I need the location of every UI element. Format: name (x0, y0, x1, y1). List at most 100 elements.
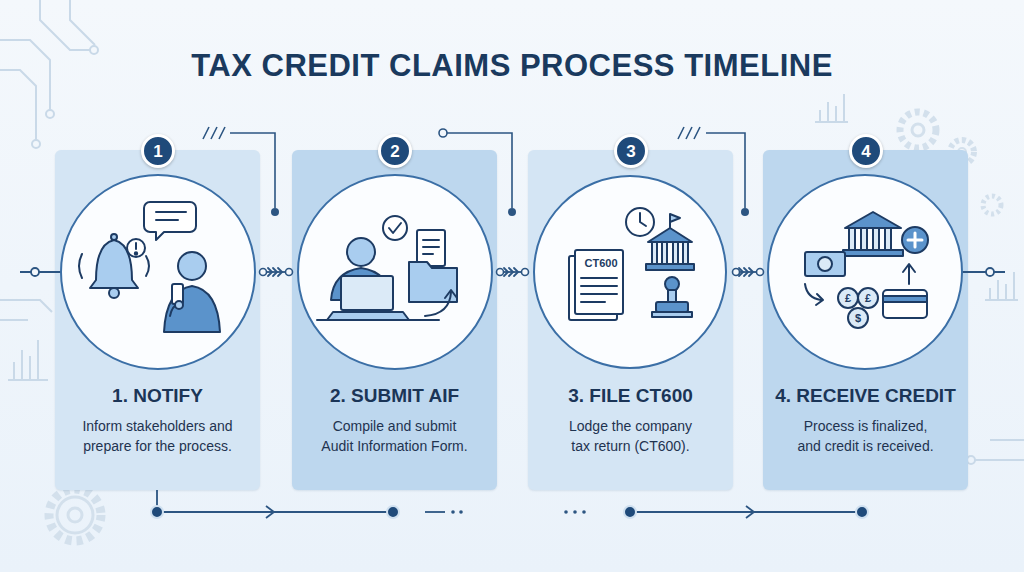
circuit-decoration (0, 300, 52, 312)
file-illustration (670, 214, 680, 228)
bottom-timeline (425, 511, 445, 513)
bottom-timeline (630, 511, 862, 513)
currency-symbol: £ (839, 289, 857, 307)
arrow-chevron (739, 268, 743, 276)
notify-illustration (175, 301, 183, 309)
arrow-chevron (268, 268, 272, 276)
notify-illustration (164, 286, 220, 332)
timeline-ellipsis (451, 510, 455, 514)
connector-dot (757, 269, 764, 276)
circuit-decoration (967, 456, 975, 464)
credit-illustration (845, 212, 901, 228)
credit-illustration (908, 233, 922, 247)
circuit-decoration (0, 70, 36, 140)
submit-illustration (389, 223, 401, 233)
connector-dot (497, 269, 504, 276)
file-illustration (648, 228, 692, 242)
notify-illustration (144, 202, 196, 240)
circuit-decoration (0, 319, 28, 321)
circuit-decoration (46, 110, 54, 118)
file-illustration (569, 256, 617, 320)
submit-illustration (341, 276, 393, 310)
credit-illustration (885, 228, 891, 250)
file-illustration (575, 250, 623, 314)
step-heading: 4. RECEIVE CREDIT (763, 384, 968, 408)
arrow-chevron (504, 268, 508, 276)
main-timeline-line (31, 268, 39, 276)
connector-line (260, 271, 292, 273)
submit-illustration (347, 238, 375, 266)
flow-connector (733, 268, 764, 276)
file-illustration (673, 242, 678, 264)
connector-line (733, 271, 763, 273)
submit-illustration (445, 290, 457, 298)
currency-symbol: £ (859, 289, 877, 307)
process-panel: 2. SUBMIT AIFCompile and submit Audit In… (292, 150, 497, 490)
document-title: CT600 (575, 257, 627, 270)
credit-illustration (873, 228, 879, 250)
top-bracket (439, 129, 447, 137)
submit-illustration (327, 312, 409, 320)
credit-illustration (805, 212, 928, 328)
step-description: Lodge the company tax return (CT600). (561, 416, 701, 456)
step-description: Compile and submit Audit Information For… (319, 416, 471, 456)
flow-connector (497, 268, 529, 276)
illustration-circle (768, 175, 962, 369)
arrow-chevron (273, 268, 277, 276)
submit-illustration (331, 268, 391, 300)
arrow-chevron (278, 268, 282, 276)
illustration-circle (61, 175, 962, 369)
circuit-decoration (90, 46, 98, 54)
submit-illustration (317, 216, 457, 320)
credit-illustration (816, 294, 823, 305)
step-number-badge: 3 (614, 134, 648, 168)
circuit-decoration (990, 439, 1024, 441)
top-bracket (678, 127, 700, 139)
file-illustration (656, 302, 688, 312)
diagram-title: TAX CREDIT CLAIMS PROCESS TIMELINE (0, 48, 1024, 84)
main-timeline-line (20, 271, 61, 273)
step-description: Process is finalized, and credit is rece… (793, 416, 938, 456)
step-number: 2 (390, 143, 399, 160)
panel-text: 4. RECEIVE CREDIT Process is finalized, a… (763, 384, 968, 456)
step-heading: 3. FILE CT600 (528, 384, 733, 408)
file-illustration (569, 208, 694, 320)
credit-illustration (818, 257, 832, 271)
submit-illustration (423, 240, 439, 254)
panel-text: 3. FILE CT600Lodge the company tax retur… (528, 384, 733, 456)
credit-illustration (883, 296, 927, 302)
credit-illustration (838, 288, 858, 308)
credit-illustration (903, 264, 915, 272)
notify-illustration (146, 256, 149, 276)
credit-illustration (858, 288, 878, 308)
gear-decoration (900, 112, 936, 148)
submit-illustration (317, 319, 439, 321)
step-description: Inform stakeholders and prepare for the … (70, 416, 245, 456)
circuit-decoration (70, 0, 95, 45)
arrow-chevron (744, 268, 748, 276)
notify-illustration (111, 234, 117, 240)
submit-illustration (417, 230, 445, 266)
connector-dot (286, 269, 293, 276)
gear-decoration (983, 196, 1001, 214)
notify-illustration (170, 304, 178, 316)
notify-illustration (135, 243, 137, 249)
credit-illustration (805, 252, 845, 276)
notify-illustration (79, 202, 220, 332)
flow-connector (260, 268, 293, 276)
step-number-badge: 4 (849, 134, 883, 168)
arrow-chevron (749, 268, 753, 276)
notify-illustration (156, 212, 186, 220)
step-heading: 1. NOTIFY (55, 384, 260, 408)
panel-text: 2. SUBMIT AIFCompile and submit Audit In… (292, 384, 497, 456)
circuit-decoration (32, 140, 40, 148)
file-illustration (668, 290, 676, 302)
gear-decoration (49, 112, 1001, 541)
file-illustration (640, 213, 646, 226)
step-number-badge: 1 (141, 134, 175, 168)
bottom-timeline (266, 506, 274, 518)
